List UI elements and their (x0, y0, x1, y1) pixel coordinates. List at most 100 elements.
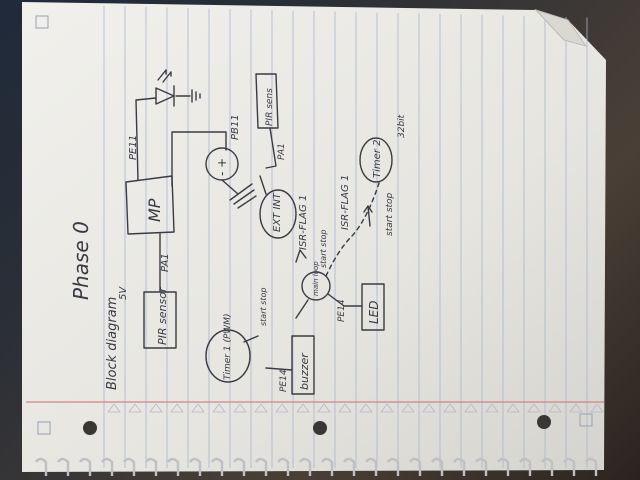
triangle-mark (443, 403, 457, 413)
triangle-mark (485, 403, 499, 413)
pir-sensor-2-label: PIR sens (265, 88, 275, 126)
spiral-ring (277, 457, 290, 476)
triangle-mark (170, 403, 184, 413)
ground-icon (175, 89, 201, 103)
triangle-mark (422, 403, 436, 413)
timer1-block (205, 329, 251, 383)
led-block (361, 283, 385, 331)
wire-ext-int (259, 175, 267, 195)
triangle-mark (590, 403, 604, 413)
arrow-timer1 (243, 335, 259, 343)
triangle-mark (527, 403, 541, 413)
main-loop-label: main loop (312, 261, 320, 296)
triangle-mark (464, 403, 478, 413)
ext-int-label: EXT INT (272, 192, 283, 232)
spiral-ring (475, 457, 488, 476)
buzzer-block (291, 335, 315, 395)
arrow-timer2 (363, 205, 373, 227)
spiral-ring (343, 457, 356, 476)
main-loop-block (301, 271, 331, 301)
isr-flag1-label: ISR-FLAG 1 (298, 195, 309, 250)
voltage-source-label: - + (215, 158, 229, 176)
triangle-mark (149, 403, 163, 413)
isr-flag2-label: ISR-FLAG 1 (340, 175, 351, 230)
triangle-mark (107, 403, 121, 413)
page-title: Phase 0 (69, 221, 93, 300)
diode-icon (155, 85, 175, 107)
header-text: Block diagram (105, 297, 120, 390)
spiral-ring (211, 457, 224, 476)
spiral-ring (563, 457, 576, 476)
spiral-binding (35, 457, 598, 476)
spiral-ring (321, 457, 334, 476)
triangle-mark (338, 403, 352, 413)
ground-icon (221, 179, 257, 209)
timer1-label: Timer 1 (PWM) (223, 313, 233, 380)
pir-sensor-label: PIR sensor (156, 286, 169, 345)
pa1-b-label: PA1 (277, 143, 287, 160)
triangle-mark (233, 403, 247, 413)
arrow-main-loop (295, 299, 309, 319)
voltage-label: 5V (118, 286, 129, 300)
triangle-mark (359, 403, 373, 413)
spiral-ring (585, 457, 598, 476)
triangle-mark (380, 403, 394, 413)
spiral-ring (35, 457, 48, 476)
spiral-ring (365, 457, 378, 476)
pe11-label: PE11 (128, 135, 139, 160)
triangle-mark (191, 403, 205, 413)
triangle-mark (212, 403, 226, 413)
spiral-ring (167, 457, 180, 476)
triangle-mark (569, 403, 583, 413)
start-stop-a-label: start stop (259, 288, 268, 326)
spiral-ring (79, 457, 92, 476)
spiral-ring (101, 457, 114, 476)
notebook-page: Phase 0 Block diagram 5V PIR sensor PA1 … (8, 0, 620, 476)
binder-hole-icon (83, 421, 97, 435)
triangle-row (107, 403, 604, 413)
pe14-label: PE14 (337, 299, 347, 322)
spiral-ring (387, 457, 400, 476)
triangle-mark (317, 403, 331, 413)
corner-square-icon (37, 421, 51, 435)
buzzer-label: buzzer (298, 352, 311, 390)
spiral-ring (123, 457, 136, 476)
pe14-b-label: PE14 (279, 369, 289, 392)
timer2-label: Timer 2 (372, 140, 383, 178)
spiral-ring (189, 457, 202, 476)
light-arrows-icon (157, 69, 172, 83)
triangle-mark (506, 403, 520, 413)
wire-pb11 (171, 131, 227, 187)
rule-lines (103, 6, 588, 468)
spiral-ring (453, 457, 466, 476)
folded-corner (534, 8, 588, 47)
wire-pir2 (265, 127, 277, 169)
triangle-mark (401, 403, 415, 413)
notebook-svg: Phase 0 Block diagram 5V PIR sensor PA1 … (22, 2, 606, 476)
mp-block (125, 175, 175, 235)
spiral-ring (409, 457, 422, 476)
arrow-isr1 (295, 249, 307, 263)
triangle-mark (275, 403, 289, 413)
wire-pe11 (135, 97, 157, 181)
spiral-ring (233, 457, 246, 476)
corner-square-icon (35, 15, 49, 29)
binder-hole-icon (313, 421, 327, 435)
ext-int-block (259, 189, 297, 239)
triangle-mark (128, 403, 142, 413)
spiral-ring (541, 457, 554, 476)
pir-sensor-2-block (255, 73, 279, 129)
binder-hole-icon (537, 415, 551, 429)
pb11-label: PB11 (230, 114, 241, 140)
spiral-ring (145, 457, 158, 476)
timer-size-label: 32bit (397, 114, 407, 138)
triangle-mark (296, 403, 310, 413)
dashed-link (325, 179, 381, 277)
start-stop-b-label: start stop (319, 230, 328, 268)
triangle-mark (548, 403, 562, 413)
start-stop-c-label: start stop (385, 192, 395, 236)
triangle-mark (254, 403, 268, 413)
wire-led (327, 293, 363, 307)
pa1-label: PA1 (160, 253, 171, 272)
wire-buzzer (265, 367, 293, 371)
